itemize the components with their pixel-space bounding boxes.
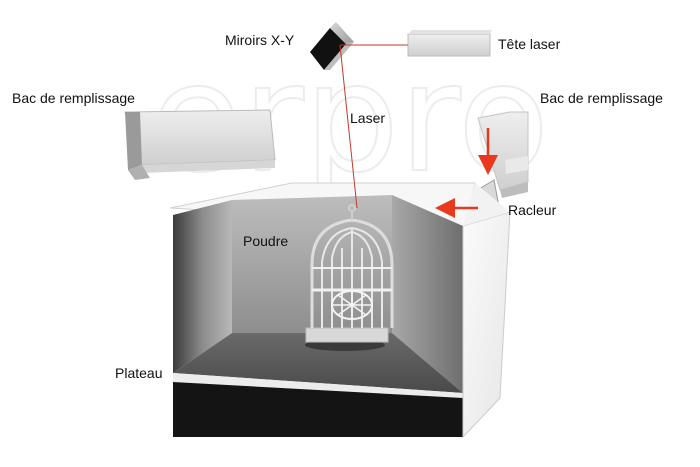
hopper-right — [477, 111, 529, 198]
label-hopper-left: Bac de remplissage — [12, 90, 135, 106]
laser-head — [407, 30, 492, 57]
xy-mirrors — [310, 22, 354, 70]
bird-cage — [305, 204, 394, 351]
label-laser-head: Tête laser — [498, 36, 561, 52]
label-powder: Poudre — [243, 233, 289, 249]
label-recoater: Racleur — [508, 202, 557, 218]
label-hopper-right: Bac de remplissage — [540, 90, 663, 106]
hopper-left — [124, 109, 276, 180]
label-platform: Plateau — [115, 365, 163, 381]
laser-beam — [339, 44, 408, 209]
label-mirrors: Miroirs X-Y — [225, 32, 295, 48]
flow-arrows — [435, 128, 498, 218]
label-laser: Laser — [350, 110, 386, 126]
